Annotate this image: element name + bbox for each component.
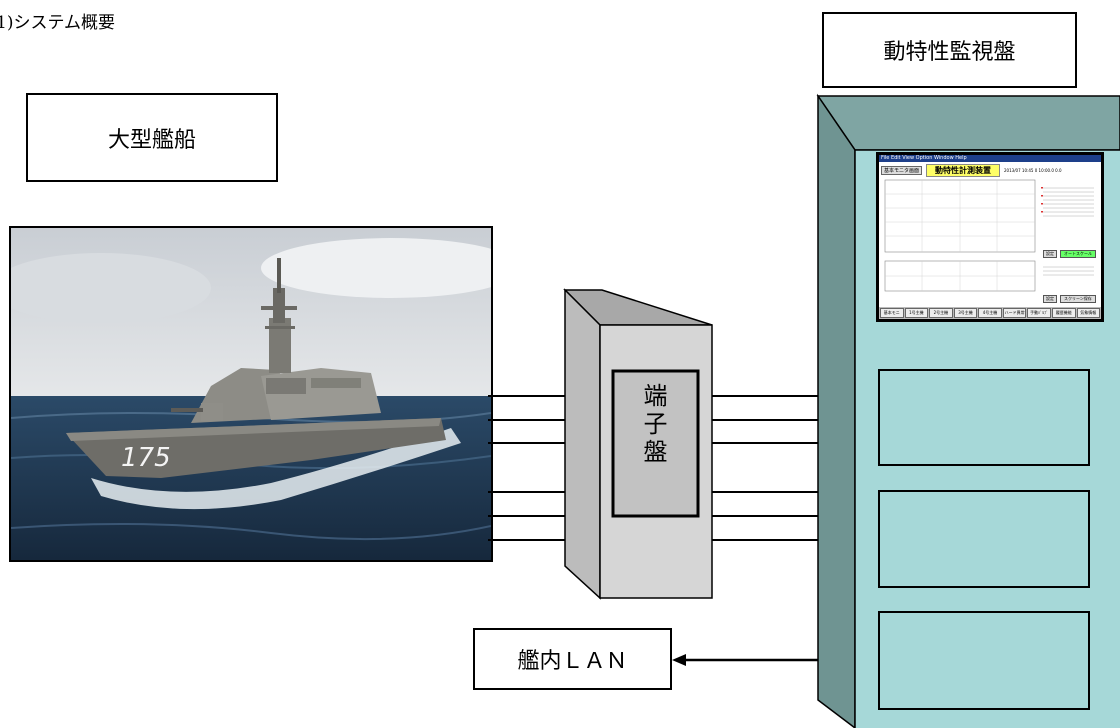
ship-label-box: 大型艦船 [26, 93, 278, 182]
lan-label: 艦内ＬＡＮ [517, 649, 628, 674]
screen-tab-left[interactable]: 基本モニタ画面 [881, 165, 923, 175]
screen-save-button[interactable]: スクリーン保存 [1060, 295, 1096, 303]
screen-nav-button[interactable]: 気象情報 [1076, 308, 1101, 318]
panel-slot-1 [878, 369, 1090, 466]
hull-number: 175 [121, 443, 171, 473]
section-title: 1)システム概要 [0, 13, 115, 33]
screen-setting-button-2[interactable]: 設定 [1043, 295, 1057, 303]
panel-slot-2 [878, 490, 1090, 588]
monitor-label-box: 動特性監視盤 [822, 12, 1077, 88]
screen-nav-button[interactable]: 4号主機 [978, 308, 1002, 318]
screen-lower-graph [884, 260, 1094, 292]
terminal-block-inner-frame [611, 369, 700, 518]
monitor-label: 動特性監視盤 [883, 40, 1016, 65]
screen-autoscale-button[interactable]: オートスケール [1060, 250, 1096, 258]
screen-nav-button[interactable]: 3号主機 [953, 308, 978, 318]
screen-title: 動特性計測装置 [926, 163, 1001, 177]
screen-nav-button[interactable]: 手動ﾊﾞﾙﾌﾞ [1027, 308, 1051, 318]
screen-bottom-bar: 基本モニ 1号主機 2号主機 3号主機 4号主機 ハード異常 手動ﾊﾞﾙﾌﾞ 履… [879, 307, 1101, 319]
screen-nav-button[interactable]: 履歴機能 [1051, 308, 1076, 318]
screen-setting-button-1[interactable]: 設定 [1043, 250, 1057, 258]
monitor-screen: File Edit View Option Window Help 基本モニタ画… [876, 152, 1104, 322]
panel-slot-3 [878, 611, 1090, 710]
screen-nav-button[interactable]: 基本モニ [880, 308, 904, 318]
screen-status: 2013/07 10:45 0 10:00.0 0.0 [1004, 167, 1062, 173]
ship-label: 大型艦船 [107, 127, 196, 153]
monitor-panel-side [817, 93, 856, 728]
screen-nav-button[interactable]: 2号主機 [929, 308, 953, 318]
ship-photo: 175 [9, 226, 493, 562]
terminal-label: 端子盤 [639, 383, 667, 467]
screen-nav-button[interactable]: ハード異常 [1002, 308, 1027, 318]
screen-nav-button[interactable]: 1号主機 [904, 308, 929, 318]
screen-menu-bar: File Edit View Option Window Help [879, 155, 1101, 162]
screen-upper-graph [884, 179, 1094, 253]
lan-label-box: 艦内ＬＡＮ [473, 628, 672, 690]
